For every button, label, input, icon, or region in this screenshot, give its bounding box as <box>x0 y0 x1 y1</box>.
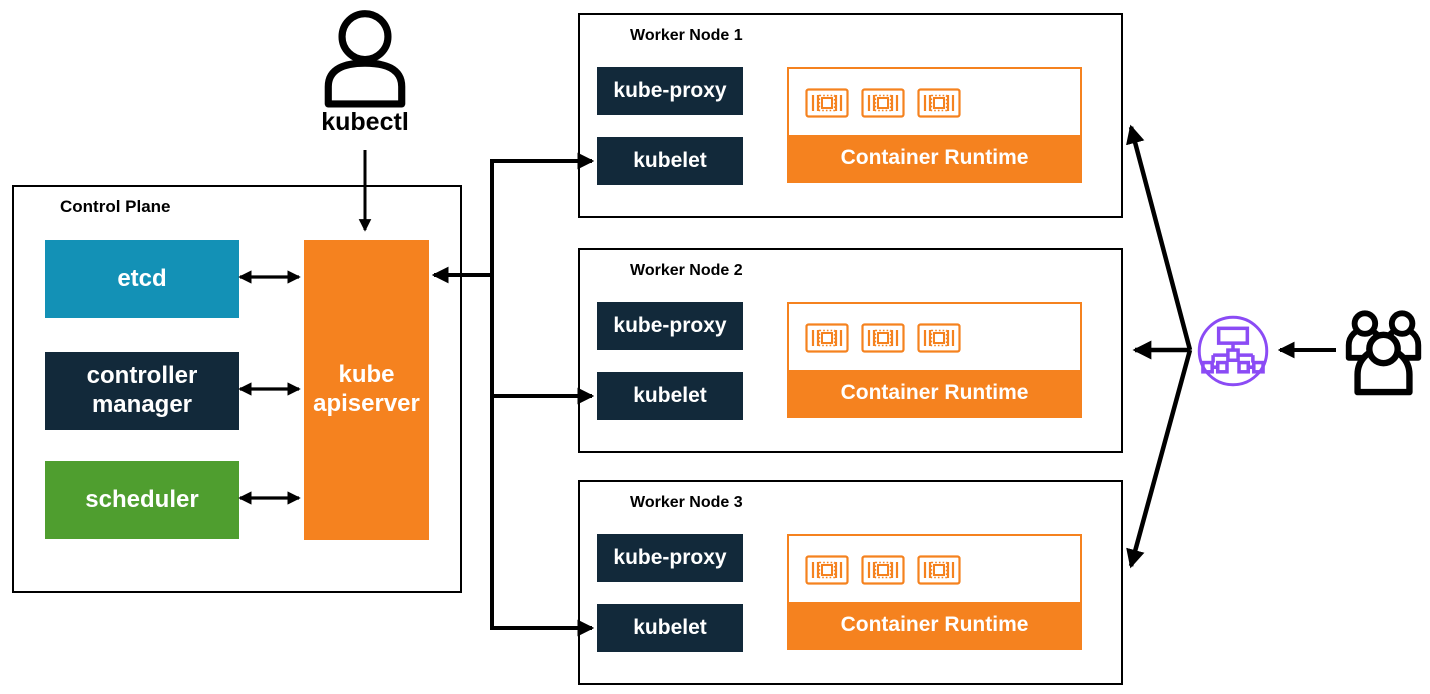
container-icon <box>805 555 849 585</box>
kubectl-person-icon <box>324 10 406 108</box>
container-icon <box>917 555 961 585</box>
container-icons <box>805 555 961 585</box>
container-icon <box>861 555 905 585</box>
container-runtime-label: Container Runtime <box>789 135 1080 181</box>
worker-node-title: Worker Node 1 <box>630 27 743 44</box>
etcd-box: etcd <box>45 240 239 318</box>
container-icon <box>861 88 905 118</box>
control-plane-box: Control Plane etcd controller manager sc… <box>12 185 462 593</box>
worker-node-title: Worker Node 3 <box>630 494 743 511</box>
kubelet-box: kubelet <box>597 372 743 420</box>
container-runtime-box: Container Runtime <box>787 534 1082 650</box>
container-icons <box>805 88 961 118</box>
kubelet-box: kubelet <box>597 604 743 652</box>
container-runtime-box: Container Runtime <box>787 67 1082 183</box>
load-balancer-icon <box>1197 315 1269 387</box>
kubectl-label: kubectl <box>321 108 409 136</box>
container-icon <box>861 323 905 353</box>
worker-node-1: Worker Node 1 kube-proxy kubelet <box>578 13 1123 218</box>
container-runtime-label: Container Runtime <box>789 602 1080 648</box>
worker-node-3: Worker Node 3 kube-proxy kubelet <box>578 480 1123 685</box>
kube-apiserver-box: kube apiserver <box>304 240 429 540</box>
container-icon <box>917 88 961 118</box>
container-icon <box>917 323 961 353</box>
worker-node-2: Worker Node 2 kube-proxy kubelet <box>578 248 1123 453</box>
scheduler-box: scheduler <box>45 461 239 539</box>
kube-proxy-box: kube-proxy <box>597 534 743 582</box>
container-icons <box>805 323 961 353</box>
worker-node-title: Worker Node 2 <box>630 262 743 279</box>
control-plane-title: Control Plane <box>60 197 171 216</box>
container-icon <box>805 88 849 118</box>
kubelet-box: kubelet <box>597 137 743 185</box>
container-runtime-box: Container Runtime <box>787 302 1082 418</box>
users-icon <box>1345 310 1422 396</box>
kube-proxy-box: kube-proxy <box>597 302 743 350</box>
controller-manager-box: controller manager <box>45 352 239 430</box>
container-runtime-label: Container Runtime <box>789 370 1080 416</box>
kube-proxy-box: kube-proxy <box>597 67 743 115</box>
container-icon <box>805 323 849 353</box>
